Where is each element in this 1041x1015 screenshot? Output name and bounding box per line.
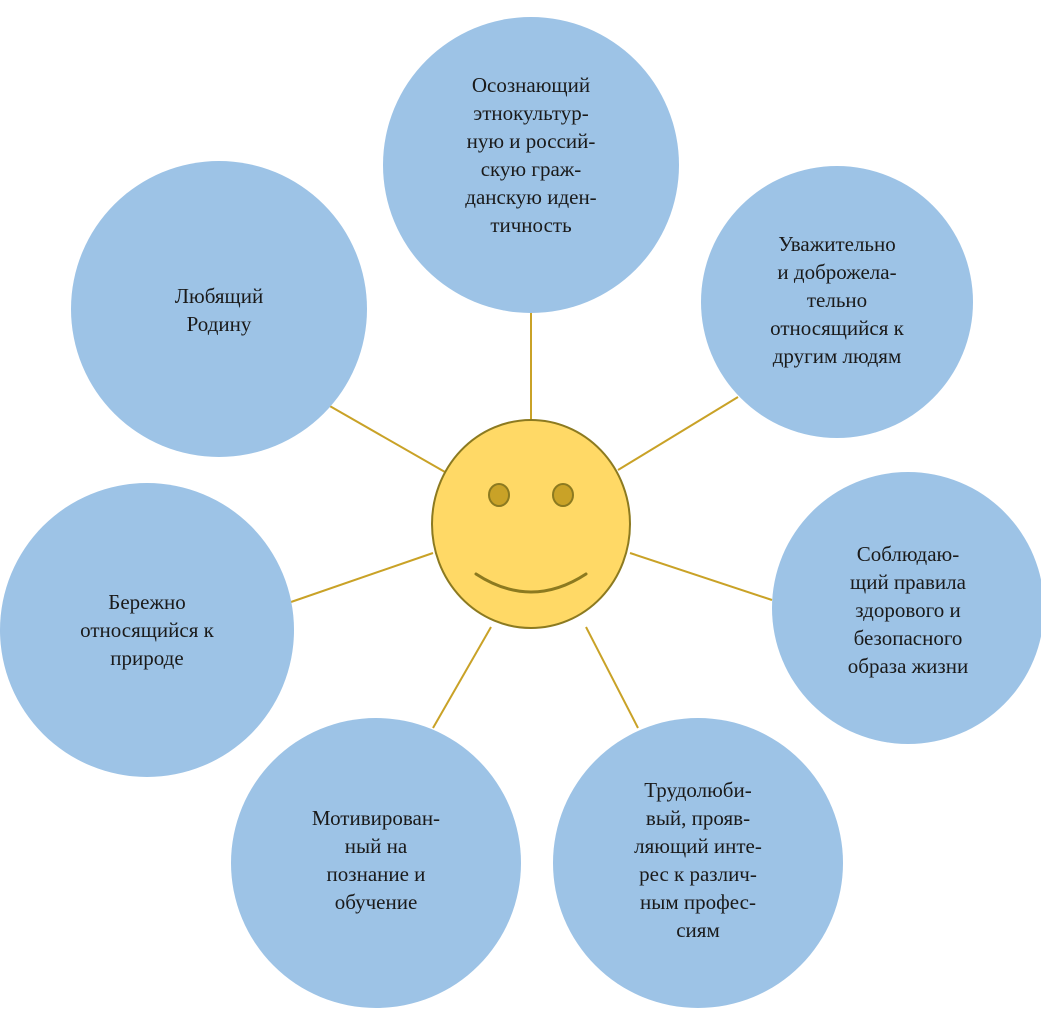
- bubble-left: [0, 483, 294, 777]
- smiley-face: [431, 419, 631, 629]
- connector-top-left: [327, 404, 446, 473]
- connectors: [290, 312, 773, 729]
- bubble-text-top-left: Любящий Родину: [174, 284, 264, 336]
- smiley-right-eye: [552, 483, 574, 507]
- connector-right: [629, 552, 773, 601]
- bubble-right: [772, 472, 1041, 744]
- bubble-bottom-left: [231, 718, 521, 1008]
- bubble-top-left: [71, 161, 367, 457]
- smiley-left-eye: [488, 483, 510, 507]
- connector-bottom-left: [432, 626, 492, 729]
- connector-bottom-right: [585, 626, 639, 729]
- bubble-text-bottom-right: Трудолюби- вый, прояв- ляющий инте- рес …: [634, 778, 762, 942]
- bubble-text-bottom-left: Мотивирован- ный на познание и обучение: [311, 806, 441, 914]
- bubble-text-left: Бережно относящийся к природе: [80, 590, 214, 670]
- bubble-text-right: Соблюдаю- щий правила здорового и безопа…: [847, 542, 969, 678]
- bubble-text-top-right: Уважительно и доброжела- тельно относящи…: [770, 232, 904, 368]
- smiley-mouth: [474, 572, 588, 594]
- bubble-text-top: Осознающий этнокультур- ную и россий- ск…: [465, 73, 597, 237]
- bubble-top: [383, 17, 679, 313]
- connector-top-right: [617, 396, 739, 471]
- bubble-bottom-right: [553, 718, 843, 1008]
- smiley-head: [431, 419, 631, 629]
- connector-left: [290, 552, 434, 603]
- bubble-top-right: [701, 166, 973, 438]
- bubbles: [0, 17, 1041, 1008]
